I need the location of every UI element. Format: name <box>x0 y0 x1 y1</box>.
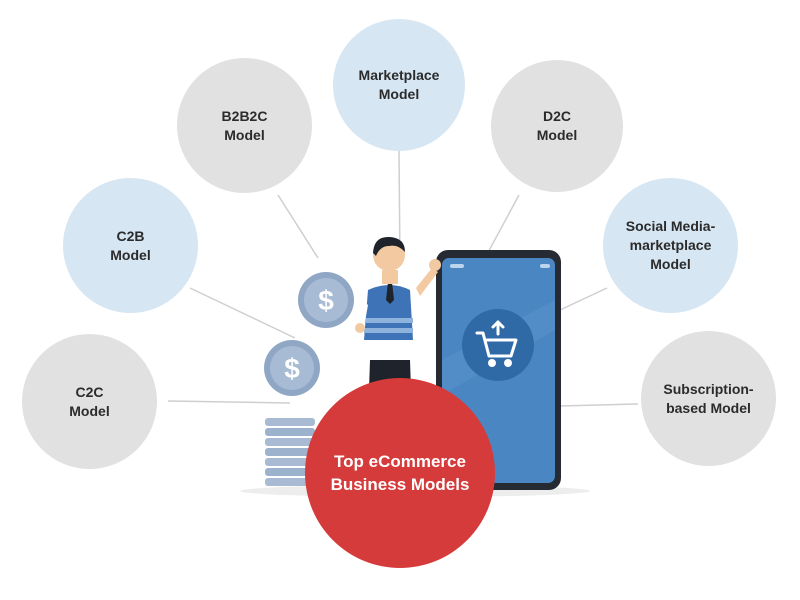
connector-subscription <box>559 403 639 407</box>
bubble-marketplace-model: Marketplace Model <box>333 19 465 151</box>
bubble-c2b-model: C2B Model <box>63 178 198 313</box>
connector-c2c <box>167 400 291 404</box>
bubble-label: Social Media- marketplace Model <box>625 218 716 272</box>
bubble-label: C2B Model <box>110 227 151 263</box>
bubble-subscription-based-model: Subscription- based Model <box>641 331 776 466</box>
bubble-label: B2B2C Model <box>221 107 268 143</box>
connector-d2c <box>484 194 520 259</box>
bubble-social-media-marketplace-model: Social Media- marketplace Model <box>603 178 738 313</box>
svg-text:$: $ <box>318 285 334 316</box>
dollar-coin-icon: $ <box>298 272 354 328</box>
bubble-b2b2c-model: B2B2C Model <box>177 58 312 193</box>
shopping-cart-icon <box>475 320 518 367</box>
connector-social <box>559 287 608 311</box>
connector-c2b <box>189 287 296 339</box>
bubble-label: C2C Model <box>69 383 110 419</box>
center-title-line-1: Top eCommerce <box>334 452 466 471</box>
bubble-label: Subscription- based Model <box>663 380 754 416</box>
bubble-label: Marketplace Model <box>358 67 440 102</box>
center-title-bubble: Top eCommerce Business Models <box>305 378 495 568</box>
center-title-line-2: Business Models <box>330 475 470 494</box>
connector-b2b2c <box>277 194 319 259</box>
svg-text:$: $ <box>284 353 300 384</box>
coin-stack <box>265 418 315 486</box>
bubble-label: D2C Model <box>536 108 578 143</box>
bubble-c2c-model: C2C Model <box>22 334 157 469</box>
dollar-coin-icon: $ <box>264 340 320 396</box>
bubble-d2c-model: D2C Model <box>491 60 623 192</box>
